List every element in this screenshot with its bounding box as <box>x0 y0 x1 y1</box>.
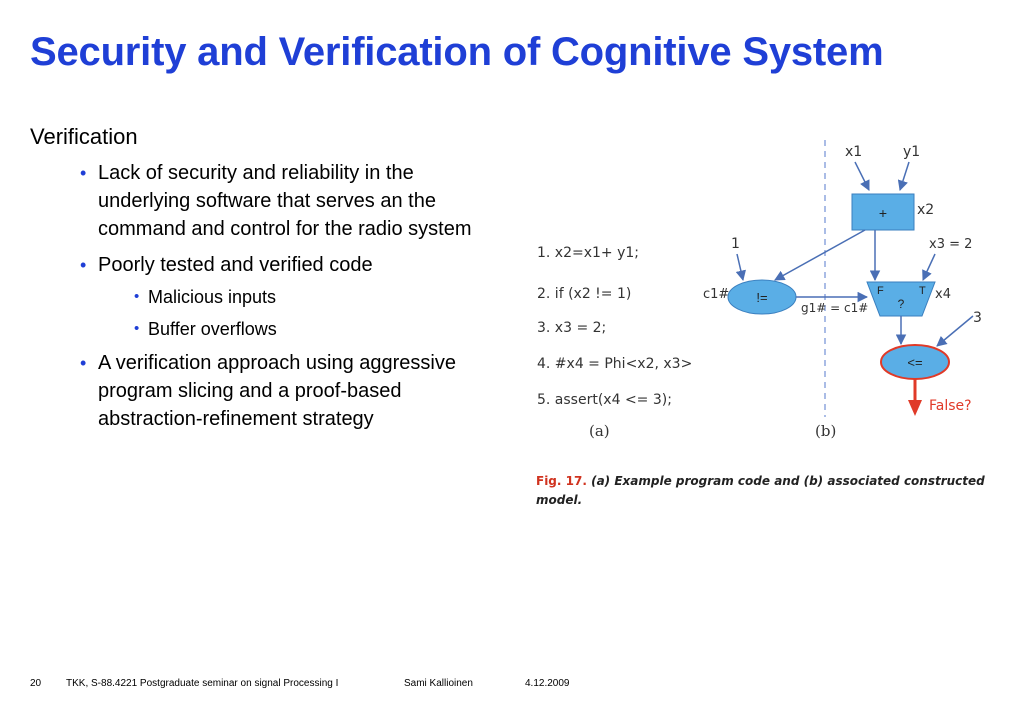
label-a: (a) <box>589 422 610 440</box>
slide-footer: 20 TKK, S-88.4221 Postgraduate seminar o… <box>0 678 1023 694</box>
var-g1-label: g1# = c1# <box>801 301 868 315</box>
neq-op: != <box>756 290 767 305</box>
edge <box>774 229 866 281</box>
var-y1-label: y1 <box>903 144 920 160</box>
adder-op: + <box>879 205 887 221</box>
program-model-figure: 1. x2=x1+ y1; 2. if (x2 != 1) 3. x3 = 2;… <box>537 140 982 440</box>
bullet-text: A verification approach using aggressive… <box>98 352 456 430</box>
code-line: 4. #x4 = Phi<x2, x3> <box>537 356 692 372</box>
bullet-icon: • <box>80 353 87 373</box>
le-op: <= <box>907 355 922 370</box>
mux-true-label: T <box>919 285 926 297</box>
edge <box>735 253 746 282</box>
bullet-icon: • <box>80 255 87 275</box>
section-heading: Verification <box>30 124 138 149</box>
bullet-icon: • <box>80 163 87 183</box>
false-label: False? <box>929 398 972 414</box>
bullet-item: • Lack of security and reliability in th… <box>30 159 510 243</box>
sub-bullet-item: • Malicious inputs <box>98 285 510 309</box>
sub-bullet-text: Buffer overflows <box>148 319 277 339</box>
slide-title: Security and Verification of Cognitive S… <box>30 30 884 74</box>
adder-node <box>851 193 915 231</box>
bullet-icon: • <box>134 320 140 337</box>
bullet-text: Poorly tested and verified code <box>98 254 373 276</box>
edge <box>936 315 974 347</box>
bullet-item: • Poorly tested and verified code • Mali… <box>30 251 510 341</box>
presentation-date: 4.12.2009 <box>525 678 570 689</box>
var-x1-label: x1 <box>845 144 862 160</box>
sub-bullet-item: • Buffer overflows <box>98 317 510 341</box>
sub-bullet-list: • Malicious inputs • Buffer overflows <box>98 285 510 341</box>
mux-select-label: ? <box>898 297 905 311</box>
page-number: 20 <box>30 678 42 689</box>
mux-false-label: F <box>877 285 884 297</box>
mux-node <box>866 281 936 317</box>
bullet-text: Lack of security and reliability in the … <box>98 162 472 240</box>
label-b: (b) <box>815 422 836 440</box>
program-code: 1. x2=x1+ y1; 2. if (x2 != 1) 3. x3 = 2;… <box>537 245 692 408</box>
assign-x3-label: x3 = 2 <box>929 237 972 252</box>
edge <box>897 161 910 191</box>
author-name: Sami Kallioinen <box>404 678 473 689</box>
code-line: 2. if (x2 != 1) <box>537 286 631 302</box>
edge <box>922 253 936 281</box>
sub-bullet-text: Malicious inputs <box>148 287 277 307</box>
var-x2-label: x2 <box>917 202 934 218</box>
false-arrow-head <box>908 400 922 416</box>
const-3-label: 3 <box>973 310 982 326</box>
var-x4-label: x4 <box>935 287 951 302</box>
bullet-icon: • <box>134 288 140 305</box>
caption-text: (a) Example program code and (b) associa… <box>536 474 985 507</box>
var-c1-label: c1# <box>703 287 729 302</box>
const-1-label: 1 <box>731 236 740 252</box>
figure-caption: Fig. 17. (a) Example program code and (b… <box>536 472 986 510</box>
caption-label: Fig. 17. <box>536 474 587 488</box>
code-line: 3. x3 = 2; <box>537 320 606 336</box>
course-name: TKK, S-88.4221 Postgraduate seminar on s… <box>66 678 339 689</box>
code-line: 5. assert(x4 <= 3); <box>537 392 672 408</box>
bullet-item: • A verification approach using aggressi… <box>30 349 510 433</box>
edge <box>854 161 870 191</box>
bullet-list: • Lack of security and reliability in th… <box>30 159 510 433</box>
slide-content: Verification • Lack of security and reli… <box>30 124 510 441</box>
code-line: 1. x2=x1+ y1; <box>537 245 639 261</box>
